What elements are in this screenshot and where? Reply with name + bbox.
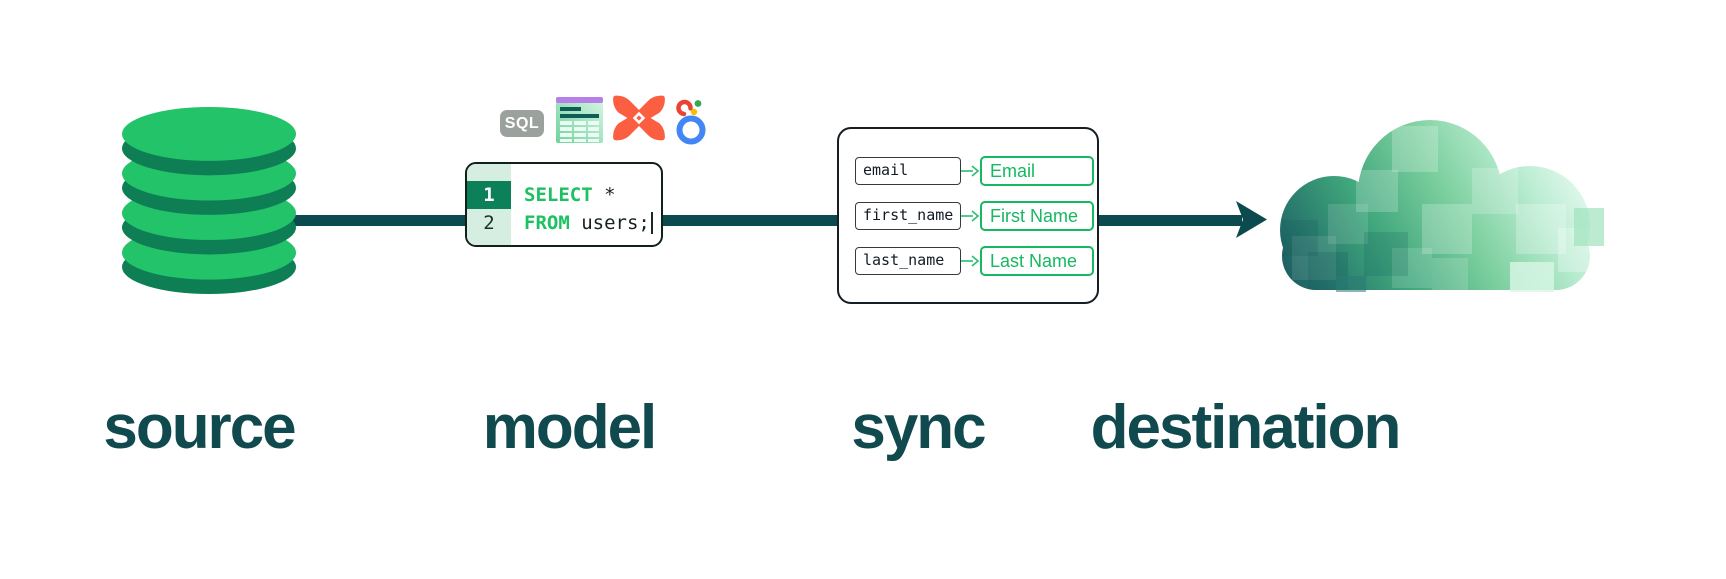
mapping-row: last_name Last Name — [855, 245, 1097, 276]
code-text: FROM users; — [511, 212, 653, 234]
flow-arrowhead-icon — [1236, 201, 1267, 238]
mapping-arrow-icon — [961, 164, 980, 177]
mapping-arrow-icon — [961, 209, 980, 222]
stage-label-model: model — [482, 393, 658, 462]
field-mapping-panel: email Email first_name First Name last_n… — [837, 127, 1099, 304]
line-number-highlighted: 1 — [467, 181, 511, 209]
mapping-row: first_name First Name — [855, 200, 1097, 231]
sql-badge-icon: SQL — [500, 110, 544, 137]
sql-rest: * — [592, 184, 616, 206]
database-icon — [121, 106, 297, 294]
source-field: email — [855, 156, 961, 185]
stage-label-sync: sync — [851, 393, 986, 462]
stage-label-source: source — [103, 393, 296, 462]
destination-field: Email — [980, 155, 1094, 186]
code-line: 1 SELECT * — [467, 181, 661, 209]
mapping-arrow-icon — [961, 254, 980, 267]
sql-keyword: SELECT — [524, 184, 593, 206]
source-field: last_name — [855, 246, 961, 275]
sql-code-block: 1 SELECT * 2 FROM users; — [465, 162, 663, 247]
dbt-icon — [613, 95, 665, 141]
sql-badge-label: SQL — [504, 114, 540, 132]
cloud-icon — [1280, 120, 1604, 292]
text-cursor-icon — [650, 212, 653, 234]
destination-field: First Name — [980, 200, 1094, 231]
spreadsheet-icon — [556, 97, 603, 143]
code-line: 2 FROM users; — [467, 209, 661, 237]
line-number: 2 — [483, 212, 495, 234]
looker-icon — [676, 99, 706, 145]
mapping-row: email Email — [855, 155, 1097, 186]
code-text: SELECT * — [511, 184, 616, 206]
sql-keyword: FROM — [524, 212, 570, 234]
stage-label-destination: destination — [1090, 393, 1402, 462]
flow-line — [292, 215, 1242, 226]
destination-field: Last Name — [980, 245, 1094, 276]
source-field: first_name — [855, 201, 961, 230]
sql-rest: users; — [569, 212, 650, 234]
